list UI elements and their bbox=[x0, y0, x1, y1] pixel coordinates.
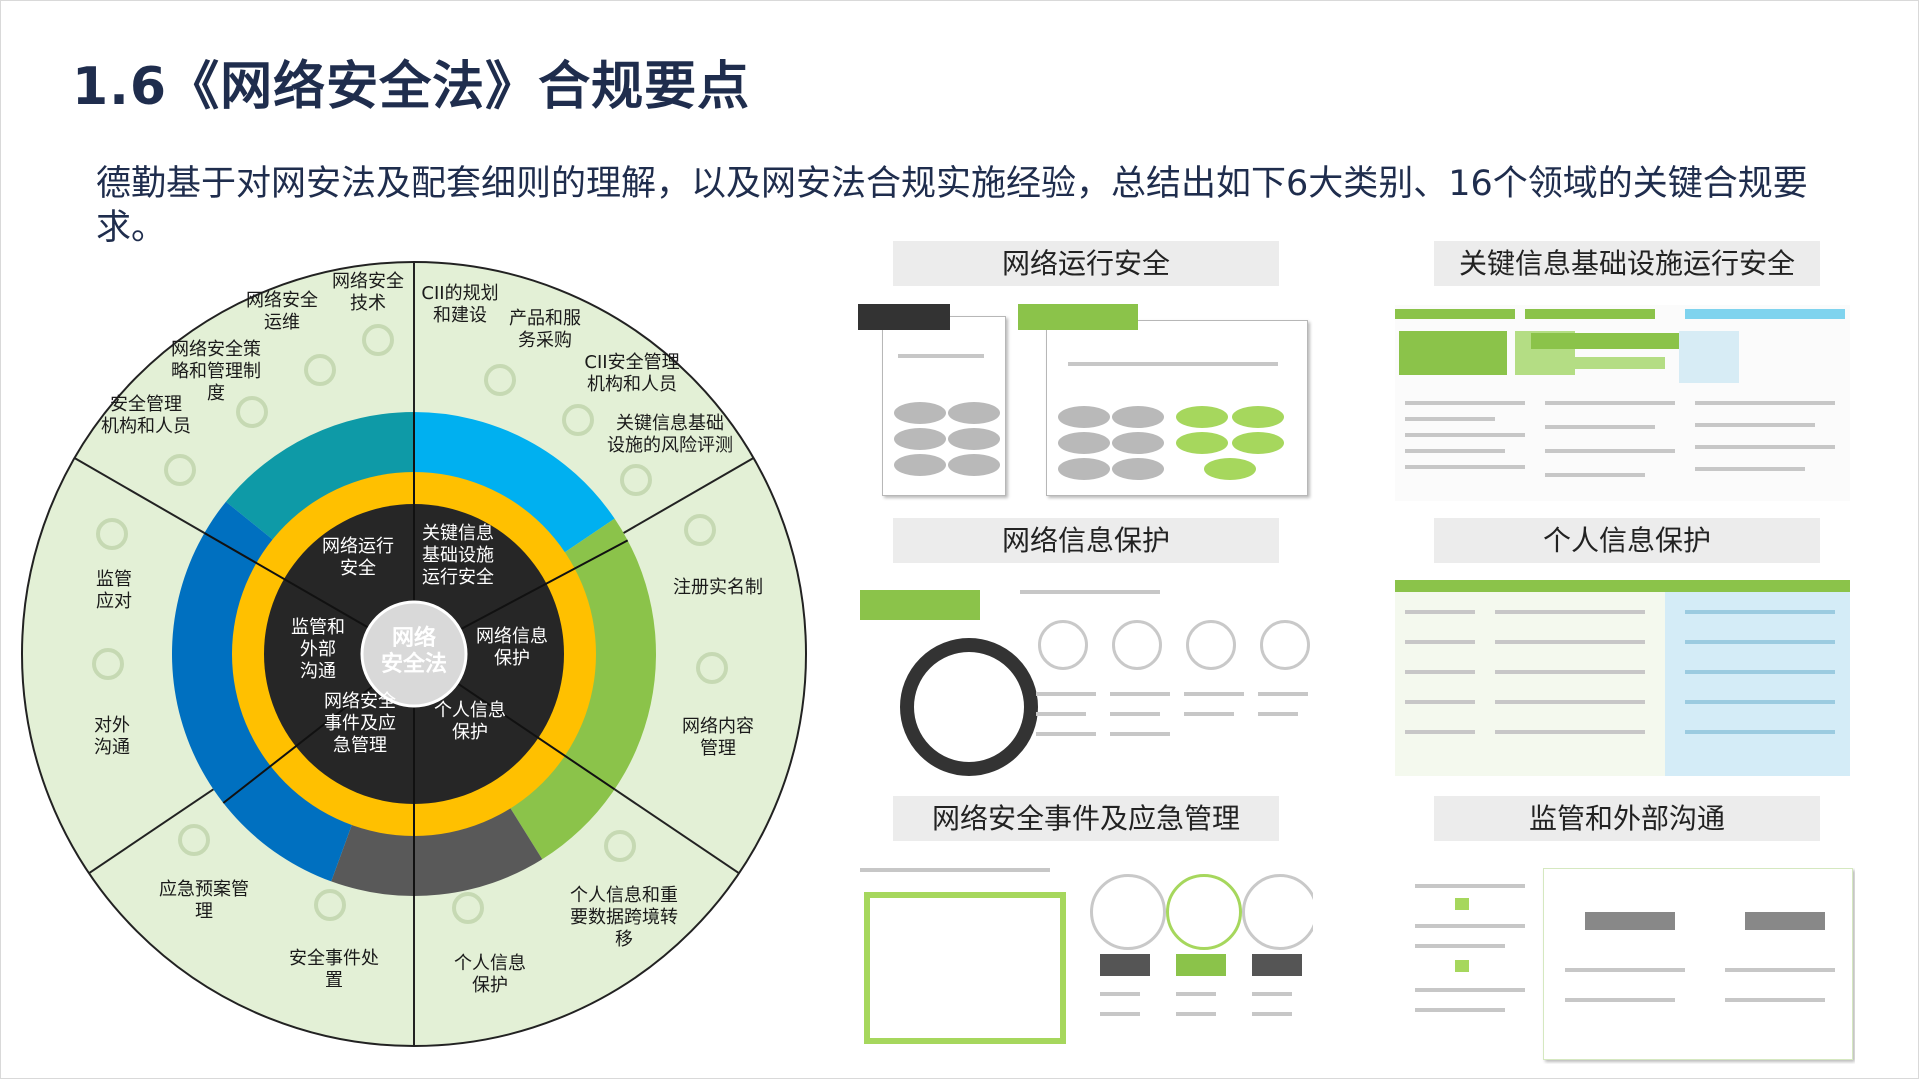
domain-label-9-line-1: 置 bbox=[325, 970, 343, 991]
panel-title-network-info: 网络信息保护 bbox=[893, 518, 1279, 563]
category-label-4-line-0: 网络安全 bbox=[324, 691, 396, 712]
domain-label-11-line-1: 沟通 bbox=[94, 737, 130, 758]
thumbnail-cii-operation bbox=[1395, 305, 1850, 501]
domain-label-3-line-0: CII安全管理 bbox=[584, 352, 679, 373]
domain-label-14-line-0: 网络安全策 bbox=[171, 339, 261, 360]
domain-icon-2 bbox=[562, 404, 594, 436]
inner-divider-2 bbox=[456, 682, 616, 791]
thumbnail-network-info bbox=[860, 582, 1313, 780]
domain-icon-6 bbox=[604, 830, 636, 862]
domain-label-6-line-0: 网络内容 bbox=[682, 716, 754, 737]
category-label-3-line-1: 保护 bbox=[452, 722, 488, 743]
inner-divider-5 bbox=[203, 532, 370, 629]
domain-label-1-line-1: 和建设 bbox=[433, 305, 487, 326]
domain-label-14-line-1: 略和管理制 bbox=[171, 361, 261, 382]
domain-label-13-line-1: 机构和人员 bbox=[101, 416, 191, 437]
thumbnail-network-operation bbox=[858, 296, 1313, 501]
domain-icon-7 bbox=[452, 892, 484, 924]
domain-icon-10 bbox=[92, 648, 124, 680]
domain-icon-8 bbox=[314, 889, 346, 921]
category-label-5-line-1: 外部 bbox=[300, 639, 336, 660]
domain-label-10-line-1: 理 bbox=[195, 901, 213, 922]
domain-label-14-line-2: 度 bbox=[207, 383, 225, 404]
thumbnail-incident-emergency bbox=[860, 862, 1313, 1062]
domain-label-13-line-0: 安全管理 bbox=[110, 394, 182, 415]
category-label-3-line-0: 个人信息 bbox=[434, 700, 506, 721]
category-label-5-line-0: 监管和 bbox=[291, 617, 345, 638]
ring-segment-cii bbox=[414, 412, 615, 571]
domain-label-9-line-0: 安全事件处 bbox=[289, 948, 379, 969]
domain-icon-3 bbox=[620, 464, 652, 496]
domain-label-12-line-1: 应对 bbox=[96, 591, 132, 612]
domain-icon-0 bbox=[362, 324, 394, 356]
domain-icon-14 bbox=[304, 354, 336, 386]
outer-divider-1 bbox=[623, 457, 754, 534]
domain-icon-13 bbox=[236, 396, 268, 428]
category-label-0-line-1: 安全 bbox=[340, 558, 376, 579]
domain-label-2-line-0: 产品和服 bbox=[509, 308, 581, 329]
category-label-0-line-0: 网络运行 bbox=[322, 536, 394, 557]
panel-title-cii-operation: 关键信息基础设施运行安全 bbox=[1434, 241, 1820, 286]
domain-label-10-line-0: 应急预案管 bbox=[159, 879, 249, 900]
domain-label-7-line-0: 个人信息和重 bbox=[570, 885, 678, 906]
page-title: 1.6《网络安全法》合规要点 bbox=[72, 57, 751, 117]
inner-divider-4 bbox=[222, 685, 374, 804]
category-label-2-line-0: 网络信息 bbox=[476, 626, 548, 647]
panel-title-network-operation: 网络运行安全 bbox=[893, 241, 1279, 286]
domain-label-7-line-1: 要数据跨境转 bbox=[570, 907, 678, 928]
outer-divider-2 bbox=[614, 788, 740, 875]
domain-label-15-line-0: 网络安全 bbox=[246, 290, 318, 311]
category-label-5-line-2: 沟通 bbox=[300, 661, 336, 682]
category-label-4-line-2: 急管理 bbox=[333, 735, 387, 756]
panel-title-incident-emergency: 网络安全事件及应急管理 bbox=[893, 796, 1279, 841]
category-label-4-line-1: 事件及应 bbox=[324, 713, 396, 734]
domain-label-0-line-0: 网络安全 bbox=[332, 271, 404, 292]
thumbnail-personal-info bbox=[1395, 580, 1850, 776]
domain-label-8-line-1: 保护 bbox=[472, 975, 508, 996]
domain-label-15-line-1: 运维 bbox=[264, 312, 300, 333]
domain-icon-5 bbox=[696, 652, 728, 684]
thumbnail-regulatory bbox=[1395, 868, 1855, 1064]
domain-icon-4 bbox=[684, 514, 716, 546]
domain-label-0-line-1: 技术 bbox=[350, 293, 386, 314]
domain-label-1-line-0: CII的规划 bbox=[421, 283, 498, 304]
domain-label-12-line-0: 监管 bbox=[96, 569, 132, 590]
outer-divider-5 bbox=[74, 457, 205, 534]
domain-icon-1 bbox=[484, 364, 516, 396]
outer-divider-4 bbox=[88, 788, 214, 875]
ring-segment-network-operation bbox=[225, 412, 414, 560]
domain-label-5-line-0: 注册实名制 bbox=[673, 577, 763, 598]
compliance-wheel-diagram: 网络安全法网络运行安全关键信息基础设施运行安全网络信息保护个人信息保护网络安全事… bbox=[21, 261, 807, 1047]
wheel-center-label-line-1: 安全法 bbox=[381, 651, 447, 677]
domain-icon-9 bbox=[178, 824, 210, 856]
panel-title-regulatory: 监管和外部沟通 bbox=[1434, 796, 1820, 841]
wheel-center bbox=[360, 600, 468, 708]
category-label-1-line-0: 关键信息 bbox=[422, 523, 494, 544]
domain-label-11-line-0: 对外 bbox=[94, 715, 130, 736]
domain-label-7-line-2: 移 bbox=[615, 929, 633, 950]
panel-title-personal-info: 个人信息保护 bbox=[1434, 518, 1820, 563]
wheel-center-label-line-0: 网络 bbox=[392, 625, 436, 651]
domain-icon-12 bbox=[164, 454, 196, 486]
domain-icon-11 bbox=[96, 518, 128, 550]
category-label-1-line-2: 运行安全 bbox=[422, 567, 494, 588]
intro-text: 德勤基于对网安法及配套细则的理解，以及网安法合规实施经验，总结出如下6大类别、1… bbox=[96, 164, 1808, 248]
domain-label-4-line-1: 设施的风险评测 bbox=[607, 435, 733, 456]
category-label-2-line-1: 保护 bbox=[494, 648, 530, 669]
domain-label-4-line-0: 关键信息基础 bbox=[616, 413, 724, 434]
domain-label-3-line-1: 机构和人员 bbox=[587, 374, 677, 395]
domain-label-2-line-1: 务采购 bbox=[518, 330, 572, 351]
inner-divider-1 bbox=[459, 539, 629, 631]
category-label-1-line-1: 基础设施 bbox=[422, 545, 494, 566]
domain-label-6-line-1: 管理 bbox=[700, 738, 736, 759]
domain-label-8-line-0: 个人信息 bbox=[454, 953, 526, 974]
